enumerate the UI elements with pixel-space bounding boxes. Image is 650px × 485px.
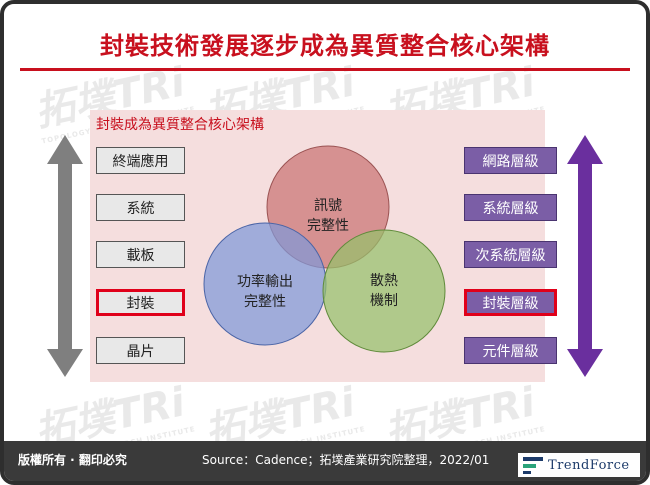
venn-circle-thermal: [322, 229, 446, 353]
panel-title: 封裝成為異質整合核心架構: [96, 117, 264, 133]
left-double-arrow-icon: [47, 135, 83, 377]
right-box-component-level: 元件層級: [464, 337, 557, 364]
venn-label-thermal: 散熱機制: [370, 273, 398, 309]
source-text: Source：Cadence；拓墣產業研究院整理，2022/01: [202, 453, 490, 467]
right-box-package-level: 封裝層級: [464, 289, 557, 316]
right-double-arrow-icon: [567, 135, 603, 377]
left-box-system: 系統: [96, 194, 185, 221]
venn-label-power: 功率輸出完整性: [237, 274, 293, 310]
venn-label-signal: 訊號完整性: [307, 198, 349, 234]
copyright-text: 版權所有 · 翻印必究: [18, 453, 127, 467]
trendforce-logo: TrendForce: [518, 453, 640, 477]
title-underline: [20, 68, 630, 71]
slide-title: 封裝技術發展逐步成為異質整合核心架構: [100, 31, 550, 60]
left-box-end-application: 終端應用: [96, 147, 185, 174]
level-arrows: [47, 135, 603, 377]
left-box-chip: 晶片: [96, 337, 185, 364]
right-box-system-level: 系統層級: [464, 194, 557, 221]
left-box-substrate: 載板: [96, 241, 185, 268]
right-box-subsystem-level: 次系統層級: [464, 241, 557, 268]
venn-diagram: [203, 145, 446, 353]
brand-name: TrendForce: [548, 457, 630, 473]
right-box-network-level: 網路層級: [464, 147, 557, 174]
left-box-package: 封裝: [96, 289, 185, 316]
trendforce-mark-icon: [523, 457, 543, 474]
